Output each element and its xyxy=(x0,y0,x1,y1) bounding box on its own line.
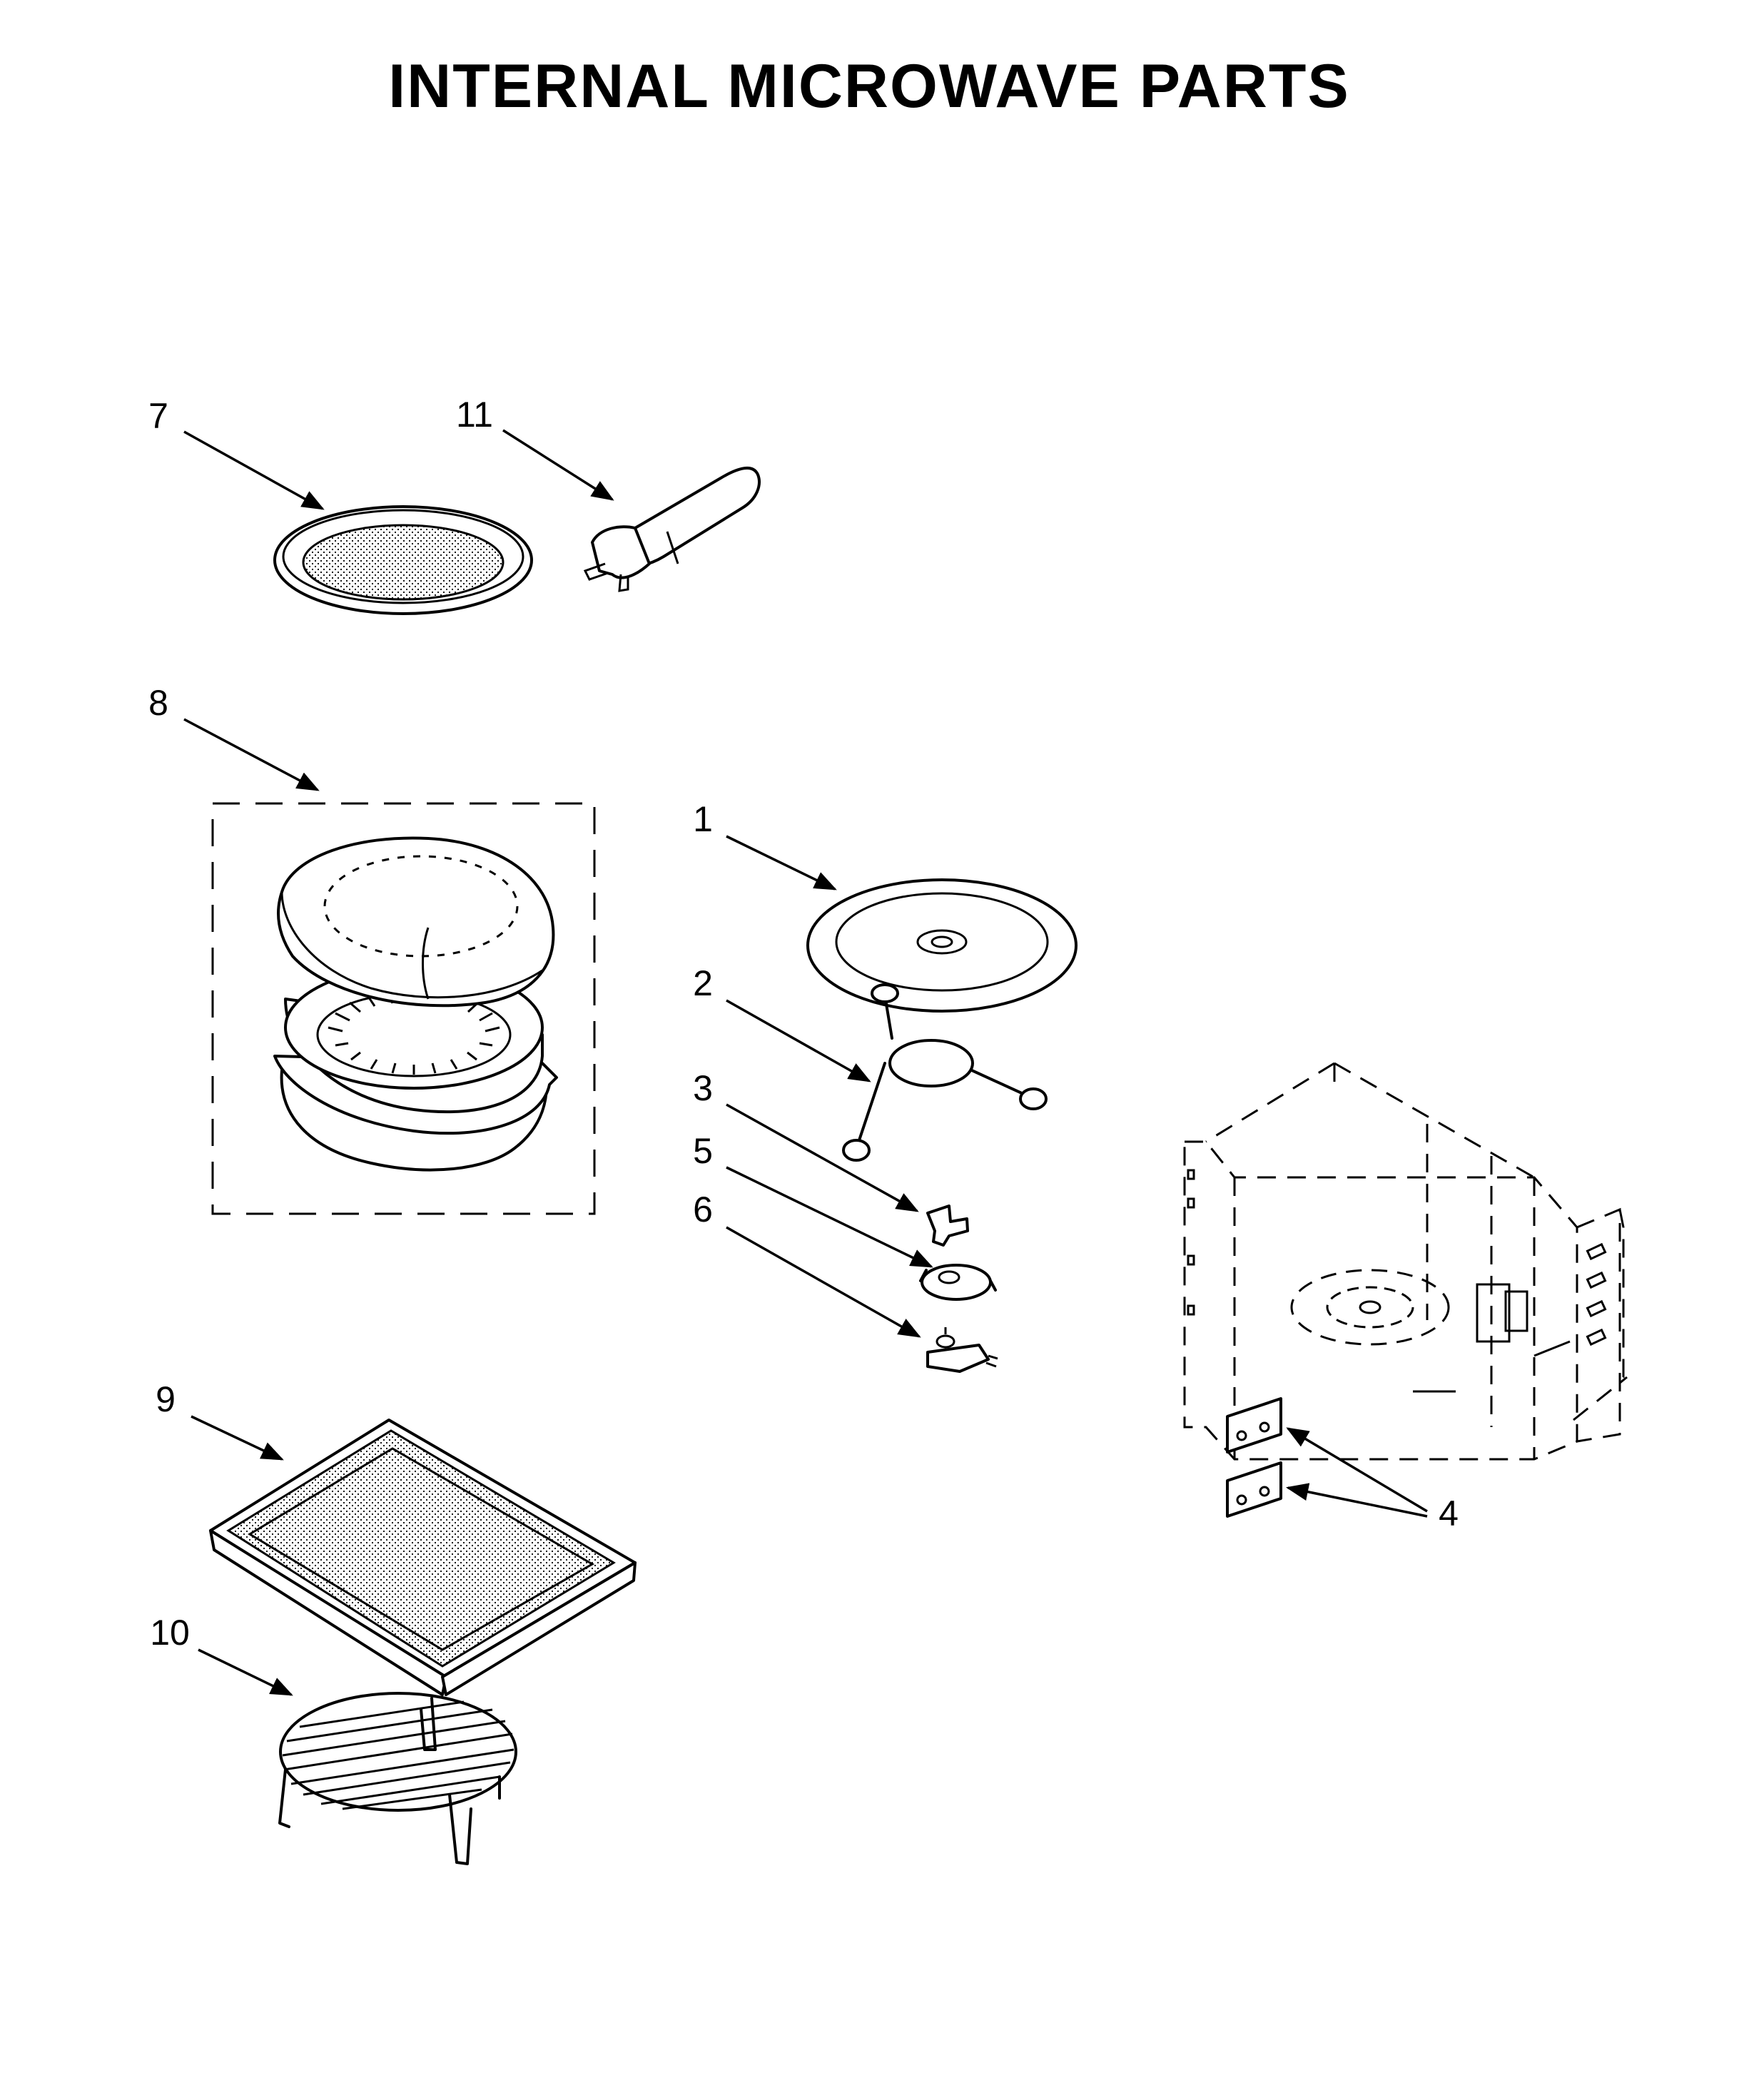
callout-10: 10 xyxy=(150,1613,190,1653)
part-5-turntable-motor xyxy=(919,1264,997,1301)
arrow-4a xyxy=(1286,1427,1428,1513)
arrow-1 xyxy=(726,835,837,891)
microwave-cavity xyxy=(1183,1062,1628,1461)
arrow-6 xyxy=(726,1226,921,1338)
part-8-group-box xyxy=(211,802,596,1215)
arrow-2 xyxy=(726,999,871,1082)
arrow-9 xyxy=(191,1415,284,1461)
arrow-5 xyxy=(726,1166,933,1268)
page-title: INTERNAL MICROWAVE PARTS xyxy=(388,52,1350,121)
part-3-clip xyxy=(926,1204,969,1247)
arrow-4b xyxy=(1285,1483,1428,1518)
arrow-8 xyxy=(183,718,320,791)
callout-4: 4 xyxy=(1439,1493,1459,1533)
arrow-7 xyxy=(183,430,325,510)
part-10-rack xyxy=(278,1692,517,1865)
callout-11: 11 xyxy=(456,395,493,435)
callout-8: 8 xyxy=(148,683,168,723)
arrow-11 xyxy=(502,429,614,501)
callout-5: 5 xyxy=(693,1131,713,1171)
part-1-turntable xyxy=(806,878,1078,1013)
part-7-crisper-plate xyxy=(273,505,533,615)
callout-2: 2 xyxy=(693,963,713,1003)
part-4-brackets xyxy=(1226,1397,1282,1518)
arrow-10 xyxy=(198,1648,293,1696)
part-11-handle xyxy=(583,466,761,592)
part-8-steamer xyxy=(273,836,558,1172)
callout-1: 1 xyxy=(693,799,713,839)
part-2-roller-support xyxy=(842,983,1048,1162)
callout-7: 7 xyxy=(148,396,168,436)
part-6-motor xyxy=(926,1327,998,1373)
callout-9: 9 xyxy=(156,1379,176,1419)
callout-6: 6 xyxy=(693,1190,713,1229)
callout-3: 3 xyxy=(693,1068,713,1108)
arrow-3 xyxy=(726,1103,919,1212)
part-9-tray xyxy=(209,1419,637,1696)
